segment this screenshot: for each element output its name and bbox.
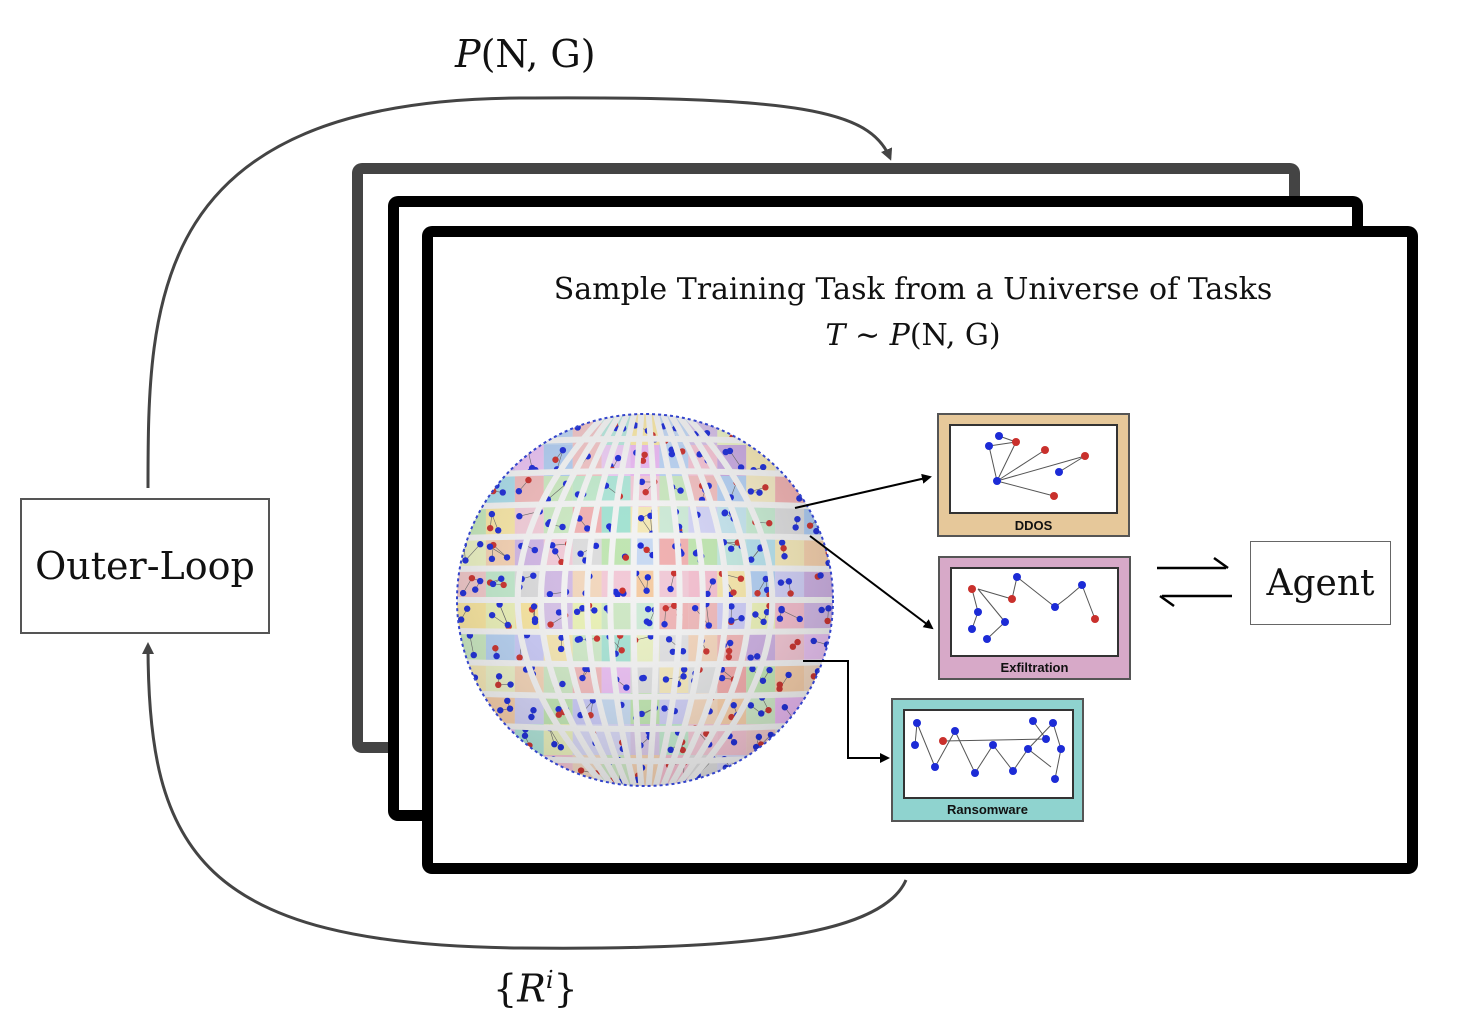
task-card-exfiltration: Exfiltration: [938, 556, 1131, 680]
exfiltration-caption: Exfiltration: [1000, 660, 1069, 675]
task-title-line2: T ∼ P(N, G): [438, 318, 1388, 353]
bottom-label-var: R: [517, 966, 546, 1011]
bottom-returns-label: {Ri}: [493, 966, 578, 1011]
ransomware-graph: [903, 709, 1074, 799]
ddos-nodes: [985, 432, 1089, 500]
task-card-ddos: DDOS: [937, 413, 1130, 537]
top-arrow: [146, 96, 893, 489]
ransomware-nodes: [911, 717, 1065, 783]
agent-box: Agent: [1250, 541, 1391, 625]
ransomware-caption: Ransomware: [947, 802, 1028, 817]
arrow-to-ransomware: [803, 660, 890, 763]
top-label-args: (N, G): [480, 32, 596, 76]
exfiltration-graph: [950, 567, 1119, 657]
agent-label: Agent: [1266, 562, 1375, 604]
top-distribution-label: P(N, G): [455, 32, 596, 76]
top-label-func: P: [455, 32, 481, 76]
task-title-func: P: [889, 318, 910, 353]
task-title-args: (N, G): [909, 318, 1001, 353]
outer-loop-label: Outer-Loop: [35, 544, 255, 588]
arrow-to-exfiltration: [809, 535, 934, 630]
task-title-op: ∼: [845, 318, 890, 353]
arrow-to-ddos: [794, 473, 932, 509]
ddos-graph: [949, 424, 1118, 514]
exfiltration-nodes: [968, 573, 1099, 643]
ddos-caption: DDOS: [1014, 518, 1053, 533]
bottom-label-sup: i: [545, 966, 554, 994]
outer-loop-box: Outer-Loop: [20, 498, 270, 634]
task-card-ransomware: Ransomware: [891, 698, 1084, 822]
bottom-label-open: {: [493, 966, 518, 1011]
bottom-arrow: [142, 642, 908, 950]
task-title-var: T: [825, 318, 846, 353]
task-universe-globe: [456, 413, 834, 787]
task-title-line1: Sample Training Task from a Universe of …: [553, 272, 1273, 307]
bottom-label-close: }: [553, 966, 578, 1011]
